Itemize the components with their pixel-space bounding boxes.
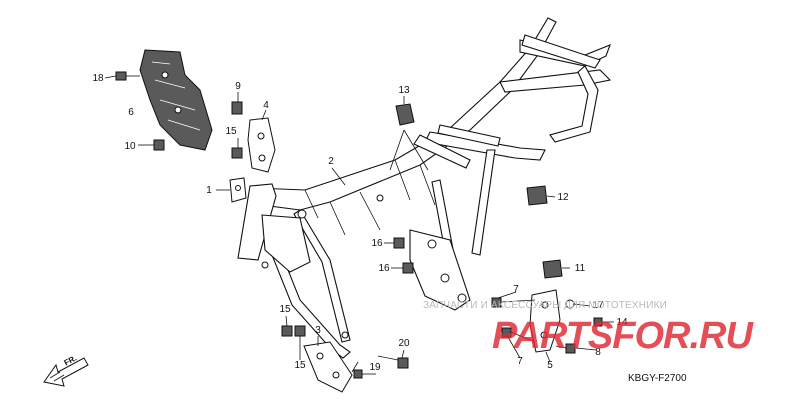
callout-14: 14 (616, 317, 628, 328)
callout-17: 17 (592, 300, 604, 311)
callout-12: 12 (557, 192, 569, 203)
callout-8: 8 (595, 347, 601, 358)
callout-19: 19 (369, 362, 381, 373)
callout-2: 2 (328, 156, 334, 167)
part-1-bracket (229, 177, 247, 203)
callout-11: 11 (575, 263, 586, 274)
part-15-clip-lower-2 (294, 325, 306, 337)
part-16-nut-upper (393, 237, 405, 249)
callout-16-upper: 16 (371, 238, 383, 249)
part-20-bolt (377, 355, 409, 369)
callout-10: 10 (124, 141, 136, 152)
callout-4: 4 (263, 100, 269, 111)
callout-18: 18 (92, 73, 104, 84)
callout-7-lower: 7 (517, 356, 523, 367)
callout-15-lower-1: 15 (279, 304, 291, 315)
part-5-bracket (529, 289, 561, 353)
part-8-bolt (555, 343, 576, 354)
watermark-logo: PARTSFOR.RU (492, 315, 753, 357)
part-18-bolt (115, 71, 140, 81)
callout-13: 13 (398, 85, 410, 96)
callout-7-upper: 7 (513, 284, 519, 295)
callout-3: 3 (315, 325, 321, 336)
watermark-tagline: ЗАПЧАСТИ И АКСЕССУАРЫ ДЛЯ МОТОТЕХНИКИ (423, 300, 668, 311)
part-6-cover-plate (139, 49, 213, 151)
part-19-bolt (351, 361, 363, 379)
part-7-bolt-upper (491, 297, 536, 308)
part-16-nut-lower (402, 262, 414, 274)
callout-16-lower: 16 (378, 263, 390, 274)
part-9-clip (231, 101, 243, 115)
leader-lines (104, 75, 614, 375)
part-12-mount (526, 185, 548, 206)
callout-5: 5 (547, 360, 553, 371)
part-4-bracket (247, 117, 276, 173)
callout-15-lower-2: 15 (294, 360, 306, 371)
callout-9: 9 (235, 81, 241, 92)
part-10-nut (153, 139, 165, 151)
callout-20: 20 (398, 338, 410, 349)
part-15-clip-upper (231, 147, 243, 159)
part-13-mount (395, 103, 415, 126)
part-7-bolt-lower (501, 327, 536, 343)
callout-1: 1 (206, 185, 212, 196)
callout-15-upper: 15 (225, 126, 237, 137)
front-direction-arrow-icon (43, 357, 89, 387)
part-15-clip-lower-1 (281, 325, 293, 337)
frame-body (237, 17, 612, 359)
diagram-code: KBGY-F2700 (628, 373, 687, 384)
callout-labels: 18 6 10 9 15 4 1 2 13 12 11 16 16 7 7 5 … (92, 73, 628, 373)
part-11-mount (542, 259, 563, 279)
part-3-bracket (303, 341, 353, 393)
callout-6: 6 (128, 107, 134, 118)
